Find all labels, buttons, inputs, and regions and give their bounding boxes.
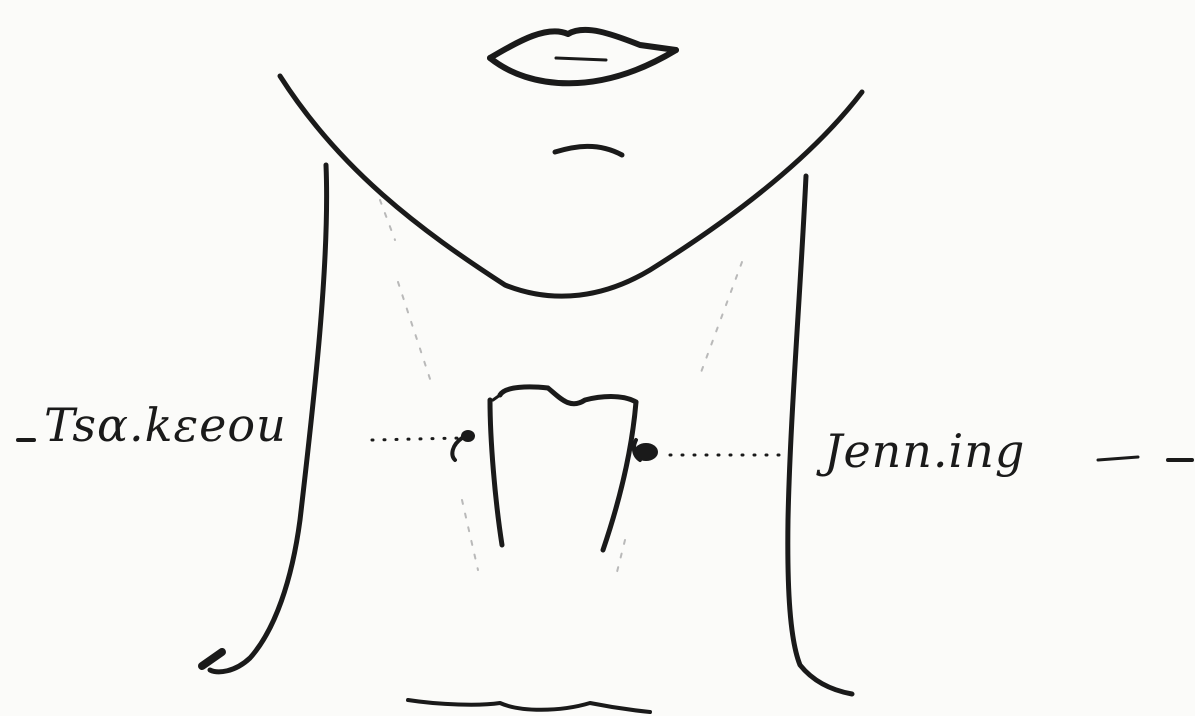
faint-neck-lines xyxy=(380,200,742,580)
right-label-tail xyxy=(1098,457,1138,460)
chin-line xyxy=(555,146,622,155)
right-pointer xyxy=(634,440,790,461)
left-pointer xyxy=(372,430,475,460)
left-label: Tsɑ.kɛeou xyxy=(44,402,287,448)
jaw-line xyxy=(280,76,862,296)
lips xyxy=(490,30,676,83)
larynx-shape xyxy=(490,387,636,550)
left-point-dot xyxy=(461,430,475,442)
left-hook-mark xyxy=(202,652,222,666)
right-label: Jenn.ing xyxy=(824,428,1025,474)
collar-line xyxy=(408,700,650,712)
